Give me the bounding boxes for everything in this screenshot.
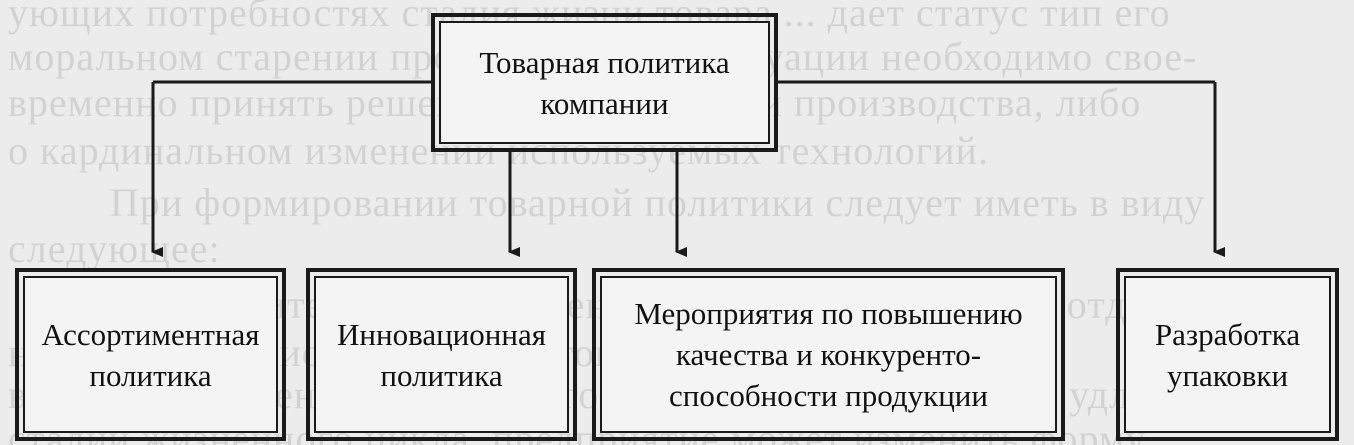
root-node-product-policy: Товарная политика компании xyxy=(431,13,778,152)
root-node-label-line1: Товарная политика xyxy=(479,44,730,80)
child-node-label: Разработка xyxy=(1154,316,1301,352)
child-node-quality-competitiveness: Мероприятия по повышению качества и конк… xyxy=(592,268,1065,441)
child-node-label: упаковки xyxy=(1166,357,1289,393)
child-node-label: политика xyxy=(380,357,503,393)
child-node-label: способности продукции xyxy=(669,378,988,413)
child-node-label: Инновационная xyxy=(337,316,546,352)
child-node-label: качества и конкуренто- xyxy=(675,337,982,372)
child-node-label: Мероприятия по повышению xyxy=(634,296,1023,331)
child-node-label: Ассортиментная xyxy=(41,316,260,352)
root-node-label-line2: компании xyxy=(540,85,669,121)
child-node-label: политика xyxy=(89,357,212,393)
child-node-innovation-policy: Инновационная политика xyxy=(306,268,577,441)
child-node-assortment-policy: Ассортиментная политика xyxy=(15,268,286,441)
child-node-packaging-development: Разработка упаковки xyxy=(1116,268,1339,441)
